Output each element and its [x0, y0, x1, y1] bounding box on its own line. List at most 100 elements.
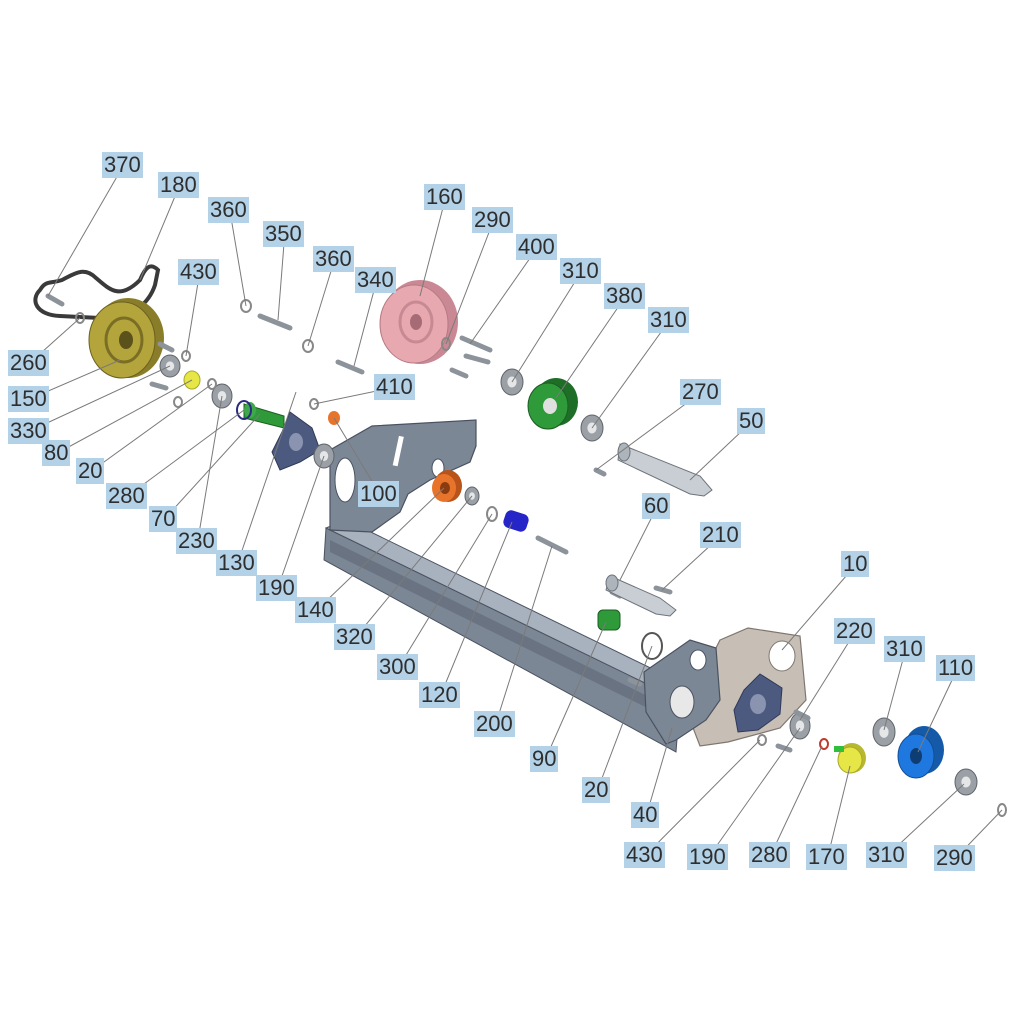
callout-310: 310 [866, 842, 907, 868]
fitting-90 [597, 609, 621, 631]
leader-10 [781, 563, 857, 651]
leader-200 [495, 545, 553, 725]
bearing-310-d [954, 768, 978, 796]
right-plate-hole [768, 640, 796, 672]
shaft-50 [617, 442, 713, 497]
clip-300 [486, 506, 498, 522]
callout-290: 290 [934, 845, 975, 871]
callout-300: 300 [377, 654, 418, 680]
oring-280-left [236, 400, 252, 420]
leader-270 [595, 391, 703, 471]
callout-430: 430 [624, 842, 665, 868]
washer-260 [75, 312, 85, 324]
bolt-80 [149, 381, 169, 391]
leader-80 [57, 379, 193, 454]
bushing-140-bore [440, 482, 450, 494]
callout-20: 20 [76, 458, 105, 484]
bolt-430 [157, 341, 175, 353]
washer-360-a [240, 299, 252, 313]
callout-350: 350 [263, 221, 304, 247]
pin-270 [593, 467, 607, 477]
callout-110: 110 [936, 655, 976, 681]
sleeve-120 [503, 510, 529, 532]
callout-310: 310 [884, 636, 925, 662]
leader-220 [799, 630, 857, 721]
oring-280-right [819, 738, 829, 750]
left-plate-hole [334, 457, 356, 503]
callout-180: 180 [158, 172, 199, 198]
callout-190: 190 [687, 844, 728, 870]
pink-pulley-groove [398, 300, 434, 344]
callout-50: 50 [737, 408, 766, 434]
bolt-200 [535, 535, 569, 555]
bearing-190-right-bore [795, 720, 805, 732]
flange-left-hub [289, 433, 303, 451]
flange-right-hub [750, 694, 766, 714]
shaft-60-body [605, 575, 677, 617]
callout-430: 430 [178, 259, 219, 285]
yellow-knob-170 [834, 743, 866, 774]
callout-310: 310 [560, 258, 601, 284]
callout-260: 260 [8, 350, 49, 376]
callout-40: 40 [631, 802, 660, 828]
washer-20-a [207, 378, 217, 390]
callout-150: 150 [8, 386, 49, 412]
callout-290: 290 [472, 207, 513, 233]
leader-110 [917, 667, 959, 753]
bolt-370 [45, 293, 65, 307]
leader-190 [277, 455, 325, 589]
callout-10: 10 [841, 551, 870, 577]
leader-20 [91, 383, 213, 472]
callout-90: 90 [530, 746, 559, 772]
washer-430-a [181, 350, 191, 362]
leader-370 [47, 164, 125, 297]
pin-350 [257, 313, 293, 331]
callout-130: 130 [216, 550, 257, 576]
leader-120 [440, 521, 513, 696]
leader-280 [127, 409, 245, 497]
gold-pulley [88, 298, 164, 379]
leader-380 [555, 295, 627, 399]
callout-280: 280 [106, 483, 147, 509]
leader-130 [237, 391, 297, 564]
callout-20: 20 [582, 777, 611, 803]
oring-290-a [441, 337, 451, 351]
callout-410: 410 [374, 374, 415, 400]
knob-170-face [837, 746, 863, 774]
leader-230 [197, 395, 223, 542]
leader-430 [185, 271, 201, 357]
callout-360: 360 [208, 197, 249, 223]
gold-pulley-groove [104, 316, 144, 364]
leader-20 [597, 645, 653, 791]
callout-170: 170 [806, 844, 847, 870]
frame-rail [323, 519, 702, 753]
green-fitting-90 [597, 609, 621, 631]
leader-40 [646, 727, 673, 816]
oring-290-b [997, 803, 1007, 817]
roller-380-bore [543, 398, 557, 414]
callout-70: 70 [149, 506, 178, 532]
blue-sleeve-120 [503, 510, 529, 532]
callout-120: 120 [419, 682, 460, 708]
bearing-310-c [872, 717, 896, 747]
shaft-50-body [617, 443, 713, 497]
green-roller-380 [527, 378, 578, 430]
shaft-60 [605, 574, 677, 617]
callout-100: 100 [358, 481, 399, 507]
leader-280 [770, 745, 823, 856]
washer-430-b [757, 734, 767, 746]
callout-60: 60 [642, 493, 671, 519]
knob-170-stem [834, 746, 844, 752]
leader-310 [511, 270, 583, 383]
blue-cap-110 [897, 726, 944, 779]
leader-300 [398, 513, 493, 668]
callout-80: 80 [42, 440, 71, 466]
rail-shade [330, 540, 676, 722]
callout-320: 320 [334, 624, 375, 650]
bolt-220 [793, 709, 811, 721]
left-plate-slot [392, 435, 404, 467]
leader-160 [419, 196, 447, 297]
leader-310 [591, 319, 671, 429]
gold-pulley-hub [119, 331, 133, 349]
leader-350 [277, 233, 286, 321]
